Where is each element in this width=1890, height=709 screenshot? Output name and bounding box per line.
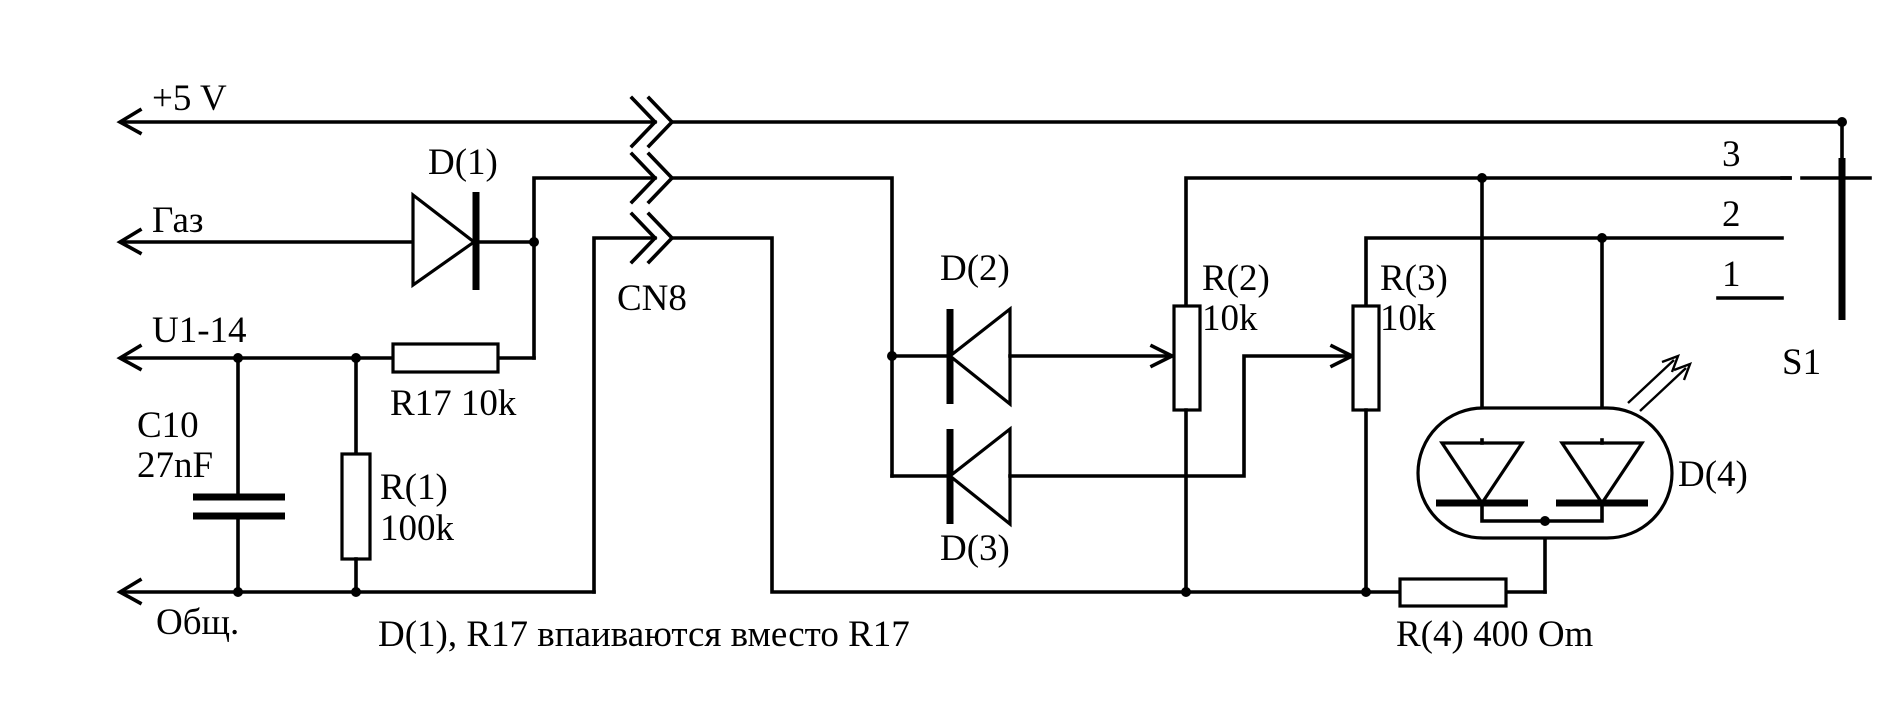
- wire-d2-to-r2-wiper: [1008, 343, 1177, 369]
- label-d2: D(2): [940, 248, 1010, 289]
- note-text: D(1), R17 впаиваются вместо R17: [378, 614, 910, 655]
- wire-plus5v: [120, 120, 1844, 160]
- capacitor-c10: [193, 356, 285, 594]
- wire-common: [120, 236, 1547, 594]
- label-c10-value: 27nF: [137, 445, 213, 486]
- label-plus5v: +5 V: [152, 78, 227, 119]
- label-r3-value: 10k: [1380, 298, 1436, 339]
- label-c10-name: C10: [137, 405, 199, 446]
- diode-d1: [411, 191, 480, 290]
- diode-d2: [946, 305, 1012, 408]
- led-d4: [1416, 176, 1693, 540]
- label-r1-name: R(1): [380, 467, 448, 508]
- resistor-r17: [391, 342, 500, 374]
- potentiometer-r2: [1172, 176, 1792, 594]
- resistor-r4: [1398, 577, 1508, 608]
- label-d4: D(4): [1678, 454, 1748, 495]
- label-cn8: CN8: [617, 278, 687, 319]
- wire-diode-branch: [890, 354, 950, 478]
- label-s1-pos2: 2: [1722, 194, 1741, 235]
- label-d1: D(1): [428, 142, 498, 183]
- diode-d3: [946, 425, 1012, 528]
- label-r2-value: 10k: [1202, 298, 1258, 339]
- wire-gas: [120, 176, 894, 358]
- label-r4: R(4) 400 Om: [1396, 614, 1594, 655]
- resistor-r1: [340, 356, 372, 594]
- connector-cn8: [629, 95, 675, 265]
- label-r17: R17 10k: [390, 383, 517, 424]
- label-s1-pos3: 3: [1722, 134, 1741, 175]
- wire-u1-14: [120, 240, 536, 360]
- terminal-arrows: [116, 107, 143, 606]
- label-s1-pos1: 1: [1722, 254, 1741, 295]
- label-s1: S1: [1782, 342, 1821, 383]
- label-r1-value: 100k: [380, 508, 455, 549]
- label-common: Общ.: [156, 602, 239, 643]
- label-r2-name: R(2): [1202, 258, 1270, 299]
- label-u1-14: U1-14: [152, 310, 247, 351]
- label-r3-name: R(3): [1380, 258, 1448, 299]
- potentiometer-r3: [1351, 236, 1784, 594]
- junction-dots: [233, 117, 1847, 597]
- label-gas: Газ: [152, 200, 204, 241]
- switch-s1: [1716, 158, 1872, 320]
- label-d3: D(3): [940, 528, 1010, 569]
